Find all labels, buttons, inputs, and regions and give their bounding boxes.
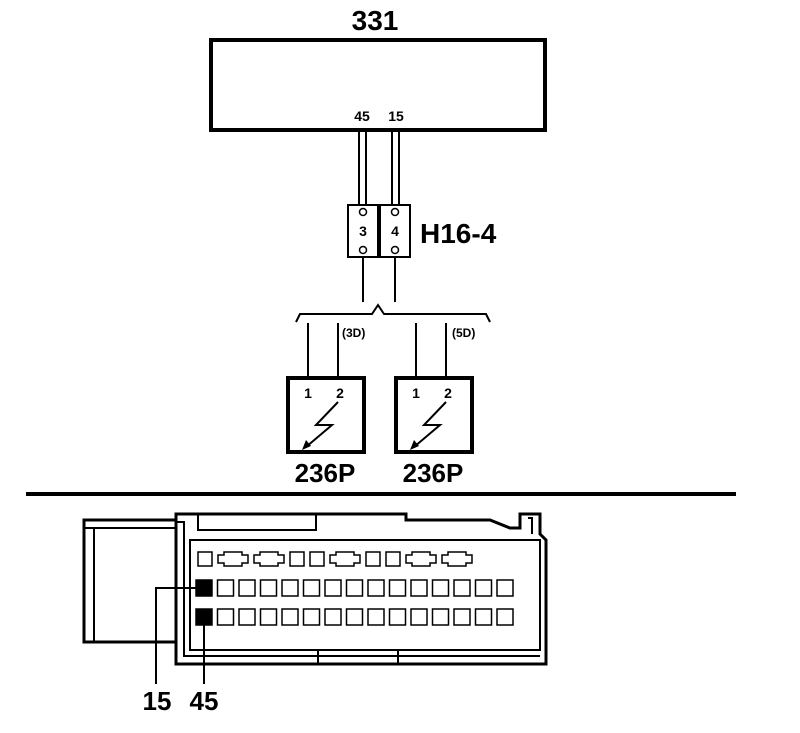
cavity — [431, 579, 450, 597]
cavity — [367, 579, 385, 597]
cavity — [453, 579, 471, 597]
wires-middle — [362, 257, 396, 302]
wires-upper — [358, 130, 400, 205]
cavity — [367, 608, 385, 626]
cavity — [309, 551, 325, 567]
cavity — [385, 551, 401, 567]
branch-variant-label: (3D) — [342, 326, 365, 340]
cavity — [474, 608, 493, 626]
keyed-cavity — [329, 551, 361, 567]
branch-variant-label: (5D) — [452, 326, 475, 340]
cavity — [259, 579, 278, 597]
cavity — [281, 579, 299, 597]
keyed-cavity — [253, 551, 285, 567]
connector-label: H16-4 — [420, 218, 497, 249]
control-unit-pin-15: 15 — [388, 108, 404, 124]
cavity — [474, 579, 493, 597]
plug-cavities — [195, 551, 514, 626]
cavity — [238, 608, 256, 626]
cavity — [281, 608, 299, 626]
connector-terminal — [390, 207, 400, 217]
lightning-icon — [413, 401, 447, 448]
plug-connector — [82, 512, 548, 666]
sensor-pin-2: 2 — [444, 385, 452, 401]
cavity — [388, 608, 407, 626]
plug-pin-15-label: 15 — [143, 686, 172, 716]
leader-line-45 — [200, 616, 205, 684]
connector-terminal — [358, 207, 368, 217]
cavity — [345, 579, 364, 597]
keyed-cavity — [217, 551, 249, 567]
cavity — [496, 608, 514, 626]
sensor-pin-2: 2 — [336, 385, 344, 401]
cavity — [324, 579, 342, 597]
cavity — [345, 608, 364, 626]
plug-pin-45-label: 45 — [190, 686, 219, 716]
cavity — [496, 579, 514, 597]
cavity — [216, 579, 235, 597]
cavity — [453, 608, 471, 626]
cavity — [259, 608, 278, 626]
arrow-head-icon — [410, 440, 419, 450]
cavity — [238, 579, 256, 597]
connector-pin-4: 4 — [391, 223, 399, 239]
cavity — [289, 551, 305, 567]
cavity — [324, 608, 342, 626]
connector-terminal — [358, 245, 368, 255]
cavity — [216, 608, 235, 626]
connector-terminal — [390, 245, 400, 255]
cavity — [197, 551, 213, 567]
leader-line-15 — [155, 587, 200, 684]
cavity — [302, 608, 321, 626]
cavity — [365, 551, 381, 567]
cavity — [410, 579, 428, 597]
connector-h16-4: 3 4 — [347, 204, 411, 258]
sensor-label: 236P — [403, 458, 464, 488]
cavity — [302, 579, 321, 597]
variant-brace — [295, 303, 491, 323]
sensor-pin-1: 1 — [412, 385, 420, 401]
cavity — [410, 608, 428, 626]
cavity — [388, 579, 407, 597]
branch-5d: (5D) 1 2 236P — [394, 323, 475, 488]
control-unit-label: 331 — [352, 5, 399, 36]
keyed-cavity — [441, 551, 473, 567]
keyed-cavity — [405, 551, 437, 567]
branch-3d: (3D) 1 2 236P — [286, 323, 366, 488]
sensor-pin-1: 1 — [304, 385, 312, 401]
arrow-head-icon — [302, 440, 311, 450]
control-unit-box — [209, 38, 547, 132]
cavity — [431, 608, 450, 626]
sensor-label: 236P — [295, 458, 356, 488]
lightning-icon — [305, 401, 339, 448]
control-unit-pin-45: 45 — [354, 108, 370, 124]
connector-pin-3: 3 — [359, 223, 367, 239]
